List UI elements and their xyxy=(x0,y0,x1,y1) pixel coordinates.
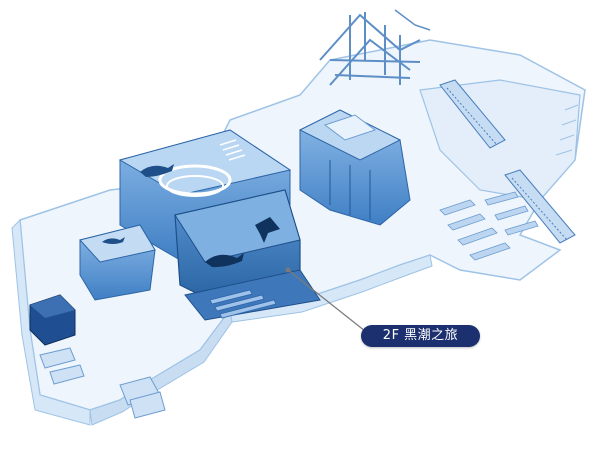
seating-icon xyxy=(209,289,277,319)
lower-rooms xyxy=(39,347,166,419)
area-label-kuroshio[interactable]: 2F 黑潮之旅 xyxy=(361,325,480,347)
manta-ray-icon xyxy=(255,217,280,243)
whale-shark-icon xyxy=(205,253,244,268)
central-building xyxy=(298,109,411,226)
escalator-icon xyxy=(439,79,506,149)
whale-shark-icon xyxy=(140,164,174,177)
fish-icon xyxy=(102,237,125,244)
callout-leader xyxy=(285,267,366,332)
dark-room xyxy=(29,294,76,346)
escalator-icon xyxy=(504,169,576,244)
stairs-icon xyxy=(219,139,246,161)
roof-structure xyxy=(319,9,431,86)
seating-icon xyxy=(439,191,539,261)
